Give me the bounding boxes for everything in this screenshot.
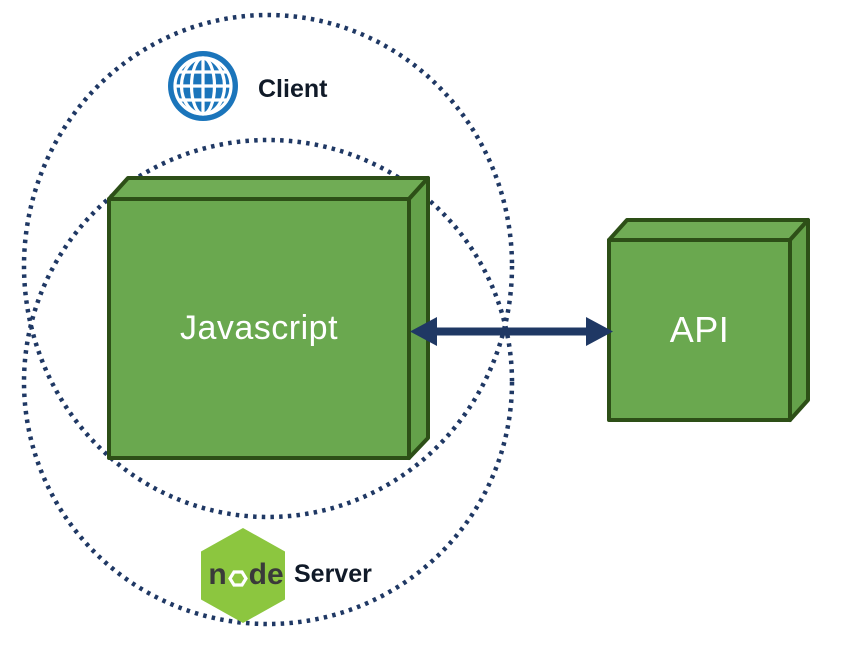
api-box-label: API — [669, 309, 730, 350]
api-box-top-face — [607, 218, 810, 242]
javascript-box-side-face — [407, 176, 430, 460]
node-wordmark: n de — [202, 556, 290, 594]
arrow-head-right — [586, 317, 613, 346]
globe-icon — [168, 51, 238, 121]
javascript-box-front-face — [107, 197, 411, 460]
arrow-head-left — [410, 317, 437, 346]
api-box-label-area: API — [609, 240, 790, 420]
javascript-box-top-face — [107, 176, 430, 201]
client-label: Client — [258, 75, 328, 103]
server-dotted-circle — [21, 137, 515, 627]
javascript-box-label: Javascript — [179, 309, 339, 347]
bidirectional-arrow-icon — [410, 317, 613, 346]
api-box — [607, 218, 810, 422]
api-box-front-face — [607, 238, 792, 422]
api-box-side-face — [788, 218, 810, 422]
node-wordmark-left: n — [208, 558, 227, 591]
node-wordmark-right: de — [248, 558, 284, 591]
javascript-box-label-area: Javascript — [109, 199, 409, 458]
arrow-shaft — [433, 327, 590, 336]
javascript-box — [107, 176, 430, 460]
server-label: Server — [294, 560, 372, 588]
hexagon-o-icon — [227, 570, 248, 587]
client-dotted-circle — [21, 12, 515, 520]
